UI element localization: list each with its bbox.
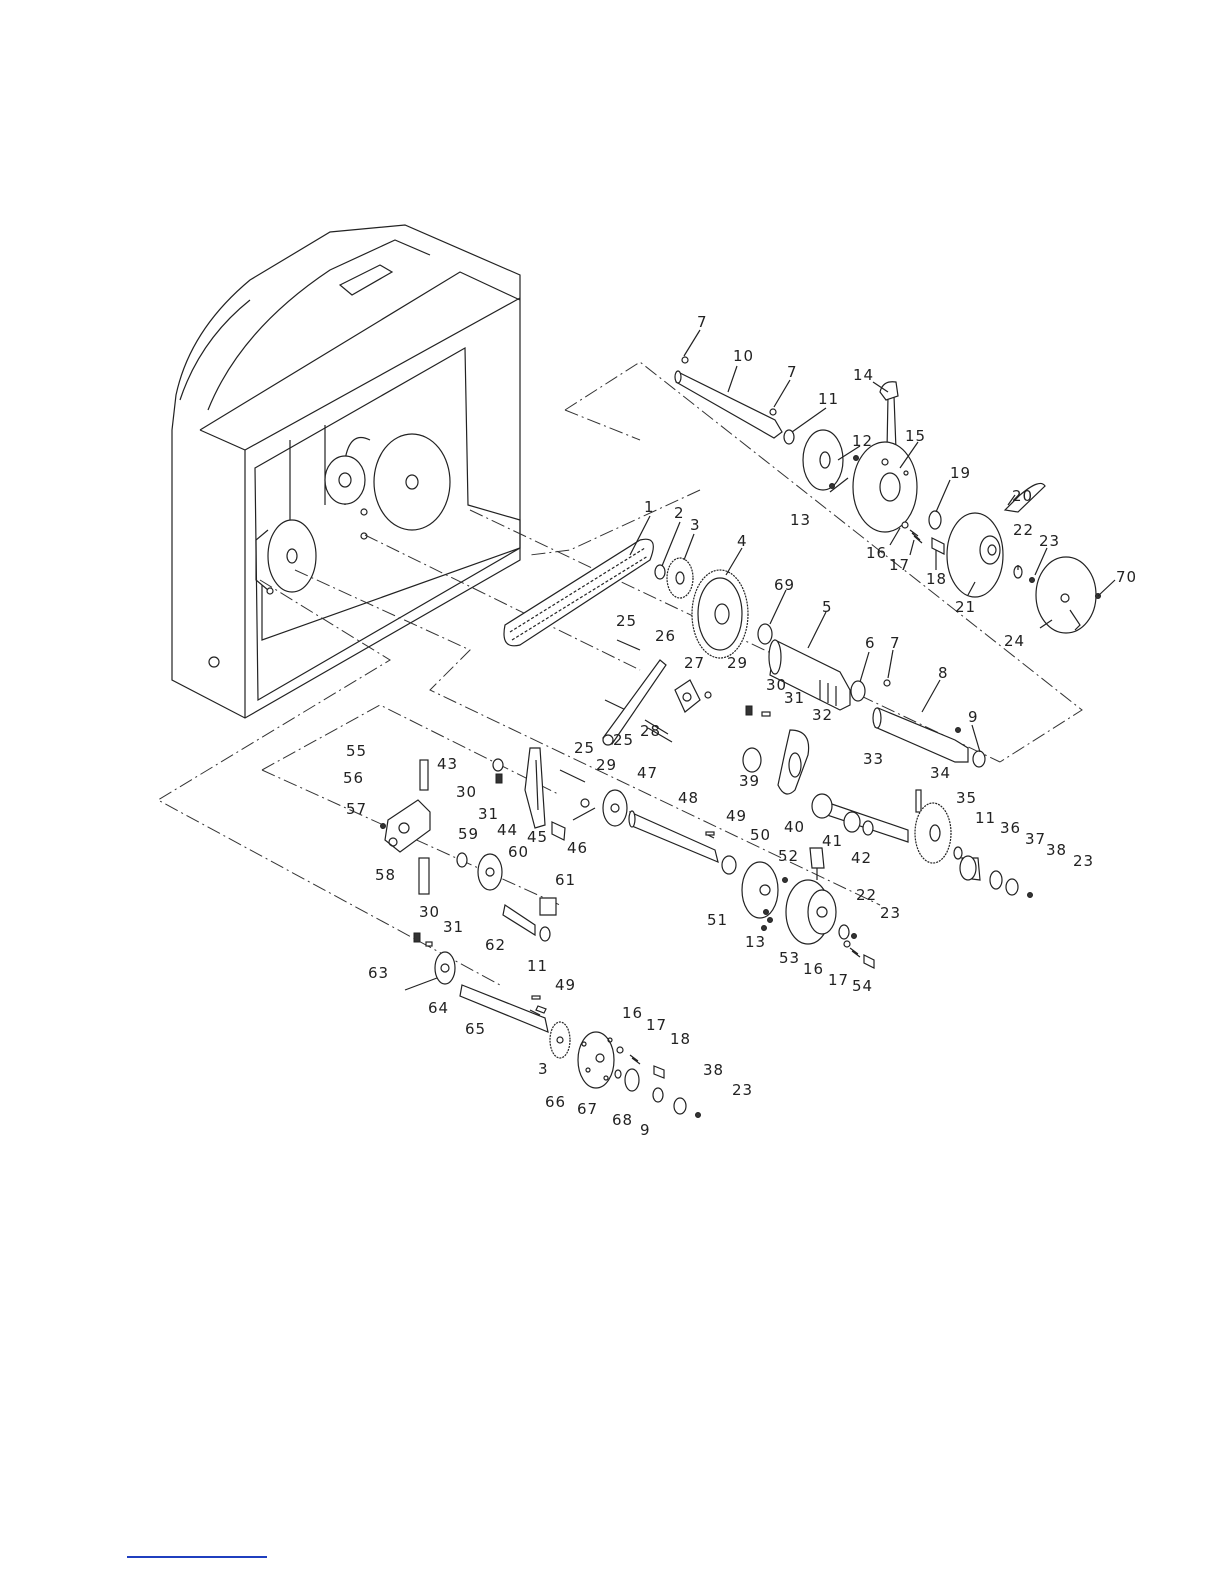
label-31: 31 — [443, 918, 464, 936]
label-22: 22 — [856, 886, 877, 904]
label-49: 49 — [726, 807, 747, 825]
label-28: 28 — [640, 722, 661, 740]
label-51: 51 — [707, 911, 728, 929]
label-42: 42 — [851, 849, 872, 867]
label-17: 17 — [889, 556, 910, 574]
label-23: 23 — [880, 904, 901, 922]
label-59: 59 — [458, 825, 479, 843]
label-25: 25 — [616, 612, 637, 630]
label-36: 36 — [1000, 819, 1021, 837]
label-7: 7 — [697, 313, 708, 331]
label-38: 38 — [703, 1061, 724, 1079]
label-67: 67 — [577, 1100, 598, 1118]
label-21: 21 — [955, 598, 976, 616]
label-47: 47 — [637, 764, 658, 782]
label-41: 41 — [822, 832, 843, 850]
label-45: 45 — [527, 828, 548, 846]
label-43: 43 — [437, 755, 458, 773]
label-33: 33 — [863, 750, 884, 768]
label-29: 29 — [596, 756, 617, 774]
label-25: 25 — [574, 739, 595, 757]
label-50: 50 — [750, 826, 771, 844]
label-49: 49 — [555, 976, 576, 994]
label-60: 60 — [508, 843, 529, 861]
label-30: 30 — [419, 903, 440, 921]
label-32: 32 — [812, 706, 833, 724]
label-54: 54 — [852, 977, 873, 995]
label-1: 1 — [644, 498, 655, 516]
label-44: 44 — [497, 821, 518, 839]
label-68: 68 — [612, 1111, 633, 1129]
label-63: 63 — [368, 964, 389, 982]
label-10: 10 — [733, 347, 754, 365]
label-3: 3 — [538, 1060, 549, 1078]
label-15: 15 — [905, 427, 926, 445]
label-57: 57 — [346, 800, 367, 818]
label-31: 31 — [478, 805, 499, 823]
label-52: 52 — [778, 847, 799, 865]
label-53: 53 — [779, 949, 800, 967]
label-66: 66 — [545, 1093, 566, 1111]
label-61: 61 — [555, 871, 576, 889]
label-55: 55 — [346, 742, 367, 760]
label-23: 23 — [1039, 532, 1060, 550]
label-11: 11 — [818, 390, 839, 408]
label-23: 23 — [1073, 852, 1094, 870]
label-17: 17 — [828, 971, 849, 989]
label-17: 17 — [646, 1016, 667, 1034]
label-35: 35 — [956, 789, 977, 807]
label-16: 16 — [622, 1004, 643, 1022]
label-13: 13 — [745, 933, 766, 951]
label-5: 5 — [822, 598, 833, 616]
label-58: 58 — [375, 866, 396, 884]
label-11: 11 — [527, 957, 548, 975]
label-11: 11 — [975, 809, 996, 827]
label-34: 34 — [930, 764, 951, 782]
label-20: 20 — [1012, 487, 1033, 505]
label-27: 27 — [684, 654, 705, 672]
label-26: 26 — [655, 627, 676, 645]
label-39: 39 — [739, 772, 760, 790]
label-2: 2 — [674, 504, 685, 522]
label-19: 19 — [950, 464, 971, 482]
label-22: 22 — [1013, 521, 1034, 539]
label-13: 13 — [790, 511, 811, 529]
label-16: 16 — [803, 960, 824, 978]
label-30: 30 — [456, 783, 477, 801]
label-18: 18 — [926, 570, 947, 588]
label-8: 8 — [938, 664, 949, 682]
label-18: 18 — [670, 1030, 691, 1048]
label-40: 40 — [784, 818, 805, 836]
label-7: 7 — [787, 363, 798, 381]
label-62: 62 — [485, 936, 506, 954]
label-29: 29 — [727, 654, 748, 672]
label-31: 31 — [784, 689, 805, 707]
label-14: 14 — [853, 366, 874, 384]
label-65: 65 — [465, 1020, 486, 1038]
label-9: 9 — [968, 708, 979, 726]
footer-rule — [127, 1556, 267, 1558]
label-9: 9 — [640, 1121, 651, 1139]
label-7: 7 — [890, 634, 901, 652]
label-69: 69 — [774, 576, 795, 594]
gearbox-housing — [172, 225, 520, 718]
label-70: 70 — [1116, 568, 1137, 586]
label-12: 12 — [852, 432, 873, 450]
label-46: 46 — [567, 839, 588, 857]
label-24: 24 — [1004, 632, 1025, 650]
label-48: 48 — [678, 789, 699, 807]
label-64: 64 — [428, 999, 449, 1017]
label-3: 3 — [690, 516, 701, 534]
label-37: 37 — [1025, 830, 1046, 848]
label-4: 4 — [737, 532, 748, 550]
label-16: 16 — [866, 544, 887, 562]
label-38: 38 — [1046, 841, 1067, 859]
label-6: 6 — [865, 634, 876, 652]
label-23: 23 — [732, 1081, 753, 1099]
label-56: 56 — [343, 769, 364, 787]
label-25: 25 — [613, 731, 634, 749]
